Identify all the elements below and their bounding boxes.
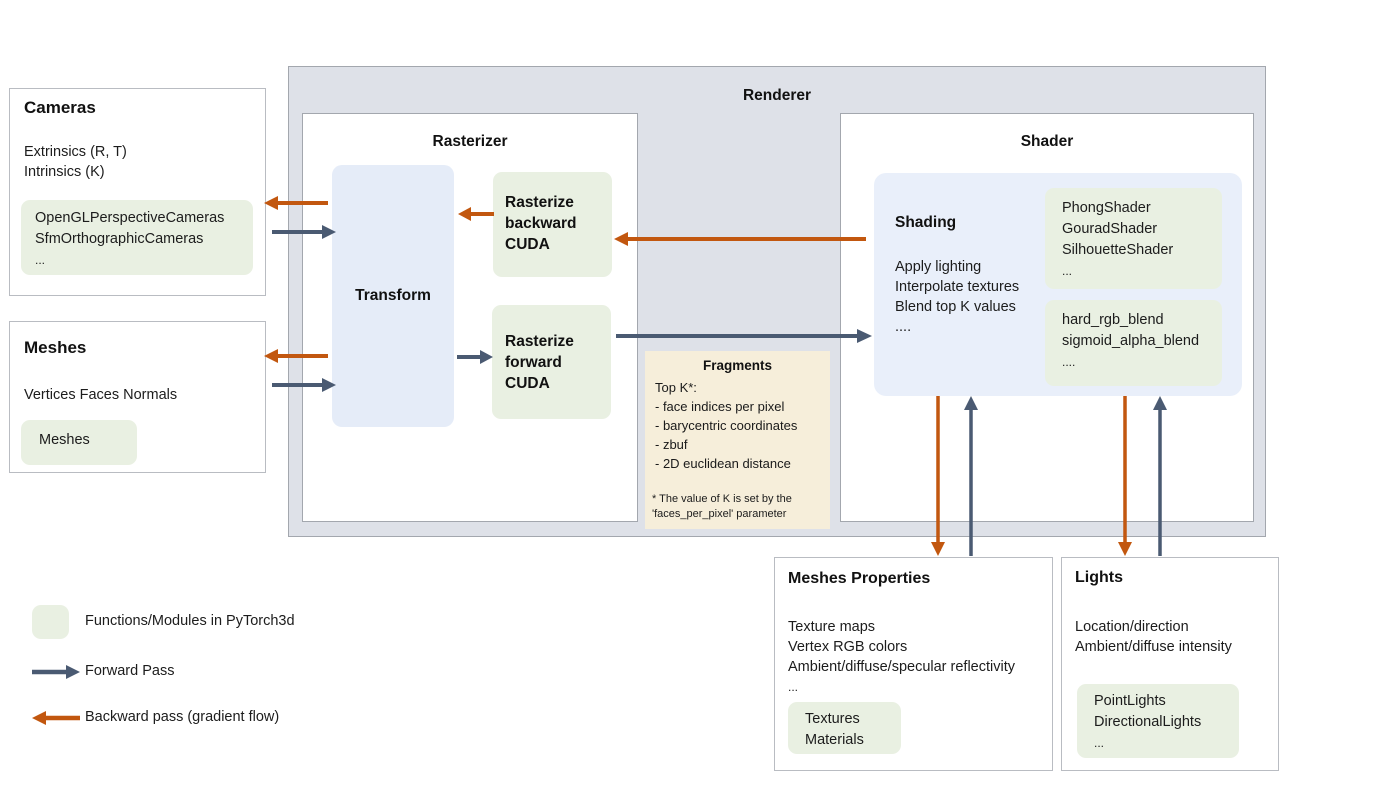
shader-modules-block[interactable]: PhongShader GouradShader SilhouetteShade… [1045, 188, 1222, 289]
shading-line-2: Interpolate textures [895, 279, 1020, 295]
rasterize-forward-line-1: Rasterize [505, 333, 574, 350]
legend-swatch-icon [32, 605, 69, 639]
meshes-line-1: Vertices Faces Normals [24, 387, 178, 403]
fragments-footnote-line-1: * The value of K is set by the [652, 493, 792, 505]
fragments-footnote: * The value of K is set by the 'faces_pe… [652, 492, 832, 522]
arrow-shader-to-mesh-properties-backward [929, 394, 947, 558]
meshes-modules-block[interactable]: Meshes [21, 420, 137, 465]
fragments-line-5: - 2D euclidean distance [655, 456, 791, 471]
mesh-properties-modules-block[interactable]: Textures Materials [788, 702, 901, 754]
cameras-line-1: Extrinsics (R, T) [24, 144, 127, 160]
fragments-line-2: - face indices per pixel [655, 399, 785, 414]
legend-label-modules: Functions/Modules in PyTorch3d [85, 613, 295, 629]
mesh-properties-module-1: Textures [805, 711, 860, 727]
arrow-cameras-forward [270, 223, 340, 241]
cameras-lines: Extrinsics (R, T) Intrinsics (K) [24, 142, 254, 182]
lights-lines: Location/direction Ambient/diffuse inten… [1075, 617, 1275, 657]
mesh-properties-line-3: Ambient/diffuse/specular reflectivity [788, 659, 1016, 675]
rasterize-backward-line-1: Rasterize [505, 194, 574, 211]
fragments-line-3: - barycentric coordinates [655, 418, 798, 433]
rasterize-backward-label: Rasterize backward CUDA [505, 192, 615, 255]
lights-line-2: Ambient/diffuse intensity [1075, 639, 1232, 655]
lights-title: Lights [1075, 569, 1123, 586]
fragments-title: Fragments [702, 358, 773, 373]
cameras-module-3: ... [35, 253, 46, 267]
shader-module-3: SilhouetteShader [1062, 242, 1174, 258]
arrow-rasterizer-to-shader-forward [614, 327, 874, 345]
arrow-shader-to-lights-backward [1116, 394, 1134, 558]
shader-module-2: GouradShader [1062, 221, 1158, 237]
arrow-transform-forward [455, 348, 495, 366]
mesh-properties-line-4: ... [788, 680, 799, 694]
cameras-module-1: OpenGLPerspectiveCameras [35, 210, 225, 226]
arrow-mesh-properties-to-shader-forward [962, 394, 980, 558]
legend-forward-arrow-icon [30, 663, 82, 681]
shader-module-4: ... [1062, 264, 1073, 278]
fragments-footnote-line-2: 'faces_per_pixel' parameter [652, 508, 787, 520]
legend-label-backward: Backward pass (gradient flow) [85, 709, 280, 725]
arrow-shader-to-rasterizer-backward [612, 230, 868, 248]
blend-module-1: hard_rgb_blend [1062, 312, 1164, 328]
mesh-properties-title: Meshes Properties [788, 570, 931, 587]
legend-backward-arrow-icon [30, 709, 82, 727]
lights-modules-block[interactable]: PointLights DirectionalLights ... [1077, 684, 1239, 758]
transform-label: Transform [355, 287, 431, 304]
fragments-line-1: Top K*: [655, 380, 697, 395]
shading-line-4: .... [895, 319, 912, 335]
lights-module-2: DirectionalLights [1094, 714, 1202, 730]
shader-title: Shader [1020, 133, 1074, 150]
arrow-transform-backward [456, 205, 496, 223]
fragments-block [645, 351, 830, 529]
lights-module-1: PointLights [1094, 693, 1166, 709]
rasterize-forward-line-3: CUDA [505, 375, 550, 392]
rasterizer-title: Rasterizer [432, 133, 508, 150]
arrow-lights-to-shader-forward [1151, 394, 1169, 558]
transform-block[interactable] [332, 165, 454, 427]
rasterize-backward-line-2: backward [505, 215, 577, 232]
blend-module-3: .... [1062, 355, 1076, 369]
mesh-properties-line-1: Texture maps [788, 619, 876, 635]
lights-module-3: ... [1094, 736, 1105, 750]
mesh-properties-module-2: Materials [805, 732, 864, 748]
meshes-lines: Vertices Faces Normals [24, 385, 254, 405]
lights-line-1: Location/direction [1075, 619, 1189, 635]
rasterize-backward-line-3: CUDA [505, 236, 550, 253]
shading-line-1: Apply lighting [895, 259, 982, 275]
cameras-module-2: SfmOrthographicCameras [35, 231, 204, 247]
mesh-properties-lines: Texture maps Vertex RGB colors Ambient/d… [788, 617, 1053, 697]
rasterize-forward-line-2: forward [505, 354, 562, 371]
cameras-modules-block[interactable]: OpenGLPerspectiveCameras SfmOrthographic… [21, 200, 253, 275]
meshes-module-1: Meshes [39, 432, 90, 448]
shading-lines: Apply lighting Interpolate textures Blen… [895, 257, 1045, 337]
shader-module-1: PhongShader [1062, 200, 1151, 216]
cameras-title: Cameras [24, 98, 96, 117]
blend-modules-block[interactable]: hard_rgb_blend sigmoid_alpha_blend .... [1045, 300, 1222, 386]
fragments-lines: Top K*: - face indices per pixel - baryc… [655, 378, 835, 473]
mesh-properties-line-2: Vertex RGB colors [788, 639, 908, 655]
arrow-meshes-forward [270, 376, 340, 394]
fragments-line-4: - zbuf [655, 437, 688, 452]
rasterize-forward-block[interactable] [492, 305, 611, 419]
meshes-title: Meshes [24, 338, 87, 357]
arrow-meshes-backward [262, 347, 332, 365]
rasterize-backward-block[interactable] [493, 172, 612, 277]
blend-module-2: sigmoid_alpha_blend [1062, 333, 1200, 349]
legend-label-forward: Forward Pass [85, 663, 175, 679]
arrow-cameras-backward [262, 194, 332, 212]
rasterize-forward-label: Rasterize forward CUDA [505, 331, 615, 394]
shading-title: Shading [895, 214, 957, 231]
shading-line-3: Blend top K values [895, 299, 1016, 315]
renderer-title: Renderer [742, 87, 812, 104]
cameras-line-2: Intrinsics (K) [24, 164, 105, 180]
